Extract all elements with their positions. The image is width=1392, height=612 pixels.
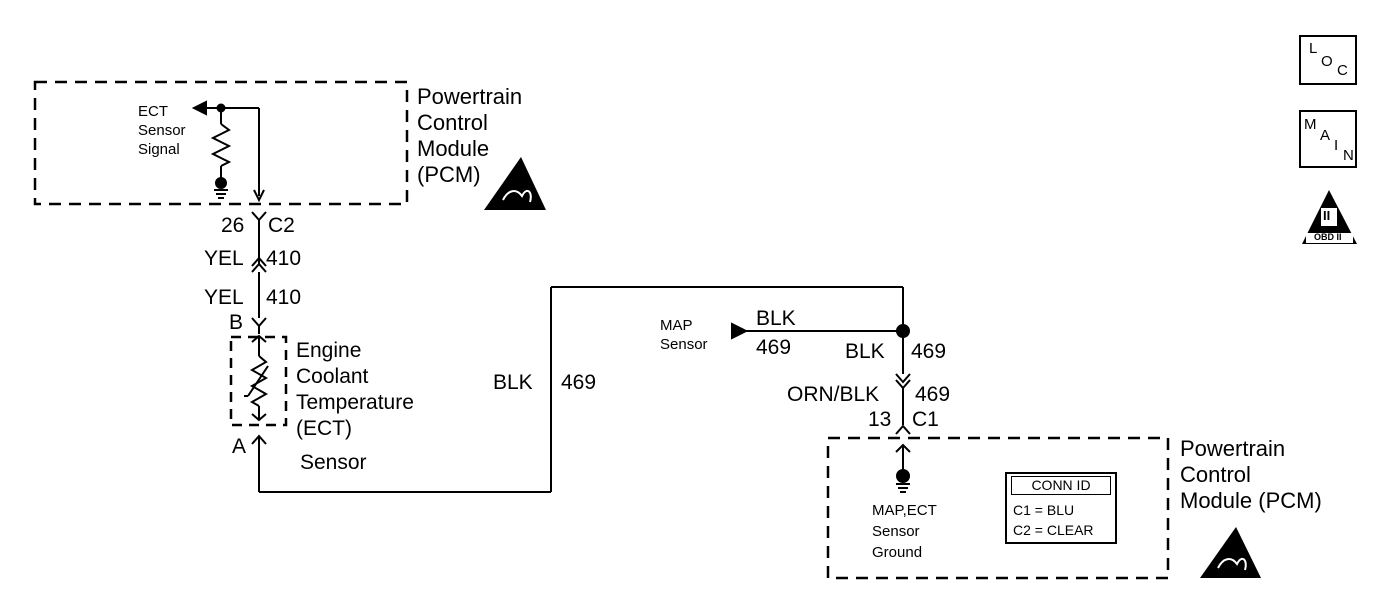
pcm-top-label-line: Powertrain	[417, 84, 523, 109]
pcm-ground-symbol	[895, 443, 911, 493]
map-label-line: Sensor	[660, 336, 708, 353]
c2-pin-number: 26	[221, 214, 245, 237]
esd-warning-icon	[1200, 527, 1261, 578]
ect-sensor-boundary	[229, 335, 288, 427]
wire-color-label: YEL	[204, 247, 244, 270]
wire-circuit-label: 469	[561, 371, 597, 394]
wire-color-label: BLK	[756, 307, 796, 330]
connector-id-row: C2 = CLEAR	[1013, 522, 1094, 538]
pcm-bottom-label-line: Module (PCM)	[1180, 488, 1322, 513]
ect-terminal-b: B	[229, 311, 244, 334]
pcm-top-label-line: Control	[417, 110, 488, 135]
wire-color-label: BLK	[845, 340, 885, 363]
wire-color-label: YEL	[204, 286, 244, 309]
ect-signal-line: ECT	[138, 103, 168, 120]
pcm-bottom-boundary	[826, 436, 1170, 580]
wire-circuit-label: 410	[266, 247, 302, 270]
wire-circuit-label: 469	[911, 340, 947, 363]
c1-pin-number: 13	[868, 408, 892, 431]
connector-id-table: CONN ID C1 = BLU C2 = CLEAR	[1005, 472, 1117, 544]
wire-color-label: BLK	[493, 371, 533, 394]
wire-circuit-label: 469	[756, 336, 792, 359]
pcm-top-boundary	[33, 80, 409, 206]
wire-circuit-label: 410	[266, 286, 302, 309]
location-view-icon[interactable]: L O C	[1299, 35, 1357, 85]
main-menu-icon[interactable]: M A I N	[1299, 110, 1357, 168]
loc-letter: O	[1321, 53, 1333, 70]
main-letter: N	[1343, 147, 1354, 164]
obd-ii-numeral: II	[1323, 208, 1331, 223]
obd-ii-icon	[1302, 190, 1357, 244]
ect-label-line: Coolant	[296, 365, 369, 388]
main-letter: I	[1334, 137, 1339, 154]
main-letter: A	[1320, 127, 1331, 144]
map-sensor-wire	[731, 322, 911, 435]
ect-label-line: Temperature	[296, 391, 414, 414]
connector-id-title: CONN ID	[1011, 476, 1111, 495]
ect-signal-line: Signal	[138, 141, 180, 158]
ect-terminal-a: A	[232, 435, 247, 458]
ect-label-line: Sensor	[300, 451, 367, 474]
loc-letter: L	[1309, 40, 1318, 57]
ground-label-line: Ground	[872, 544, 923, 561]
pcm-bottom-label-line: Control	[1180, 462, 1251, 487]
pcm-top-label-line: Module	[417, 136, 490, 161]
wire-circuit-label: 469	[915, 383, 951, 406]
map-ect-ground-label: MAP,ECT Sensor Ground	[872, 500, 937, 563]
wire-color-label: ORN/BLK	[787, 383, 880, 406]
ect-thermistor-symbol	[244, 286, 904, 493]
pcm-top-label-line: (PCM)	[417, 162, 481, 187]
esd-warning-icon	[484, 157, 546, 210]
yel-410-wire	[251, 211, 267, 334]
ground-label-line: MAP,ECT	[872, 502, 937, 519]
c1-connector-name: C1	[912, 408, 939, 431]
ect-label-line: Engine	[296, 339, 362, 362]
ect-signal-circuit	[191, 100, 265, 203]
pcm-bottom-label: Powertrain Control Module (PCM)	[1180, 436, 1322, 514]
ect-signal-line: Sensor	[138, 122, 186, 139]
ect-sensor-label: Engine Coolant Temperature (ECT)	[296, 338, 414, 442]
pcm-top-label: Powertrain Control Module (PCM)	[417, 84, 522, 188]
connector-id-row: C1 = BLU	[1013, 502, 1075, 518]
map-sensor-label: MAP Sensor	[660, 316, 708, 354]
c2-connector-name: C2	[268, 214, 295, 237]
ect-label-line: (ECT)	[296, 417, 352, 440]
main-letter: M	[1304, 116, 1317, 133]
obd-ii-label: OBD II	[1314, 232, 1342, 242]
pcm-bottom-label-line: Powertrain	[1180, 436, 1286, 461]
map-label-line: MAP	[660, 317, 693, 334]
loc-letter: C	[1337, 62, 1348, 79]
ect-sensor-signal-label: ECT Sensor Signal	[138, 102, 186, 159]
ground-label-line: Sensor	[872, 523, 920, 540]
